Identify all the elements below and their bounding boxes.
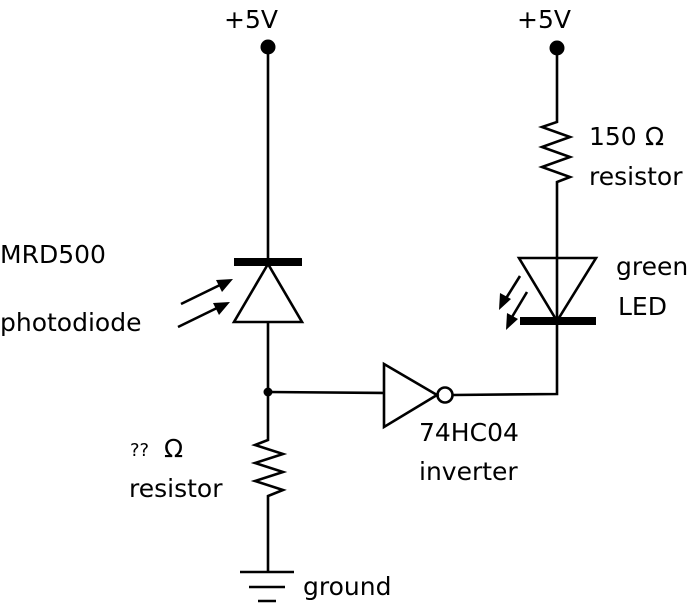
inverter-bubble bbox=[436, 386, 454, 404]
led-color-label: green bbox=[616, 252, 688, 281]
led-resistor-kind: resistor bbox=[589, 162, 683, 191]
sense-resistor-kind: resistor bbox=[129, 474, 223, 503]
led-kind-label: LED bbox=[618, 292, 667, 321]
photodiode-symbol bbox=[177, 258, 305, 329]
led-triangle bbox=[516, 256, 599, 324]
led-resistor-symbol bbox=[538, 48, 574, 322]
ground-label: ground bbox=[303, 572, 391, 601]
sense-resistor-unit: Ω bbox=[164, 434, 183, 463]
supply-right-label: +5V bbox=[517, 5, 571, 34]
photodiode-part-label: MRD500 bbox=[0, 240, 106, 269]
inverter-triangle bbox=[382, 361, 440, 430]
inverter-kind-label: inverter bbox=[419, 457, 518, 486]
led-resistor-unit: Ω bbox=[645, 122, 664, 151]
inverter-part-label: 74HC04 bbox=[419, 418, 519, 447]
sense-resistor-symbol bbox=[250, 437, 288, 545]
sense-resistor-value: ?? bbox=[130, 440, 149, 461]
light-arrows-icon bbox=[177, 279, 233, 329]
emitted-light-arrows-icon bbox=[499, 275, 529, 330]
ground-symbol bbox=[240, 545, 294, 603]
wire-node-to-inverter bbox=[267, 390, 385, 395]
led-symbol bbox=[499, 256, 599, 330]
supply-left-label: +5V bbox=[224, 5, 278, 34]
photodiode-triangle bbox=[231, 261, 305, 324]
photodiode-kind-label: photodiode bbox=[0, 308, 141, 337]
wire-inverter-to-led bbox=[452, 322, 559, 397]
led-resistor-value: 150 bbox=[589, 122, 637, 151]
